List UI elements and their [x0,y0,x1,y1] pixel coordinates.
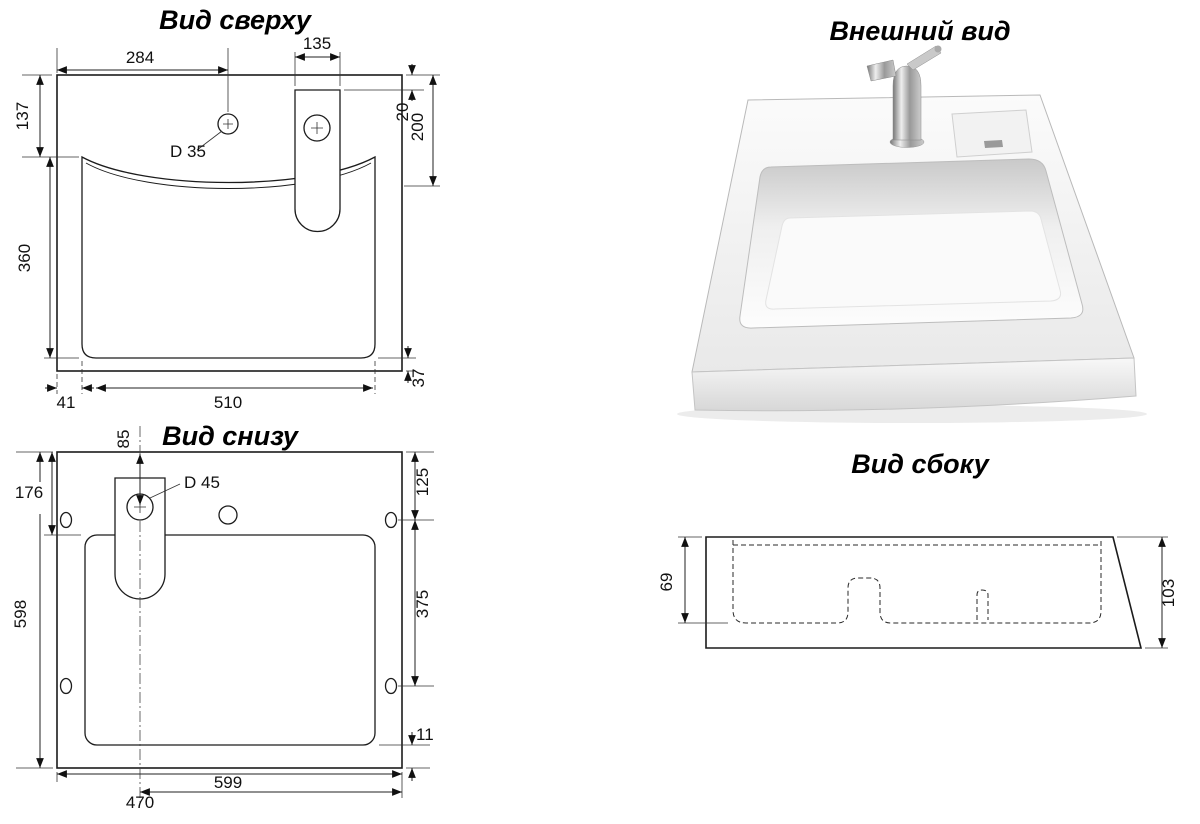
dim-label-d45: D 45 [184,473,220,492]
basin-floor [765,210,1062,310]
dimension-69: 69 [657,536,728,624]
dimension-103: 103 [1117,536,1178,649]
dimension-37: 37 [378,346,428,387]
dimension-200: 200 [404,75,440,187]
dim-label-375: 375 [413,590,432,618]
dim-label-85: 85 [114,430,133,449]
external-view-render [677,45,1147,423]
dimension-125: 125 [398,451,434,521]
dim-label-137: 137 [13,102,32,130]
overflow-slot [984,140,1003,148]
dim-label-135: 135 [303,34,331,53]
faucet [866,45,942,148]
dim-label-598: 598 [11,600,30,628]
overflow-hole-bottom [218,505,238,525]
dimension-20: 20 [344,64,440,121]
dimension-599: 599 [56,770,403,798]
dimension-11: 11 [379,725,434,781]
sink-front-face [691,357,1137,412]
faucet-hole-crosshair [311,122,323,134]
dimension-135: 135 [294,34,341,86]
deck-panel [951,109,1033,158]
dim-label-20: 20 [393,103,412,122]
overflow-hole-crosshair [223,119,233,129]
faucet-platform-outline [294,89,341,233]
top-view-title: Вид сверху [159,5,311,35]
dimension-510: 510 [96,361,376,412]
dim-label-103: 103 [1159,579,1178,607]
faucet-spout [866,59,897,82]
dimension-360: 360 [15,157,79,359]
dimension-hole-d45: D 45 [149,473,220,499]
dim-label-125: 125 [413,468,432,496]
dim-label-37: 37 [409,369,428,388]
basin-inner-curve [85,162,372,189]
dim-label-69: 69 [657,573,676,592]
hidden-overflow-channel [976,589,989,620]
dimension-598: 598 [11,452,53,769]
dimension-284: 284 [56,48,229,112]
dimension-41: 41 [45,361,94,412]
leader-line [196,130,223,151]
dim-label-41: 41 [57,393,76,412]
side-view-drawing: 69 103 [657,536,1178,649]
dim-label-360: 360 [15,244,34,272]
mounting-hole [59,677,73,695]
hidden-basin-profile [732,540,1102,624]
leader-line [149,483,181,499]
dimension-375: 375 [398,520,434,687]
dim-label-176: 176 [15,483,43,502]
bottom-view-drawing: D 45 85 176 598 125 375 11 [11,426,434,812]
dim-label-470: 470 [126,793,154,812]
dimension-176: 176 [15,451,81,536]
side-profile-outline [705,536,1143,649]
bottom-view-title: Вид снизу [162,421,298,451]
mounting-hole [384,511,398,529]
mounting-hole [59,511,73,529]
side-view-title: Вид сбоку [851,449,989,479]
dimension-85: 85 [114,430,144,505]
dim-label-599: 599 [214,773,242,792]
dim-label-d35: D 35 [170,142,206,161]
dim-label-11: 11 [416,725,434,744]
top-view-drawing: D 35 284 135 137 360 20 200 [13,34,440,412]
faucet-lever [906,45,942,71]
faucet-body [892,65,922,141]
dimension-470: 470 [126,788,402,812]
dim-label-200: 200 [408,113,427,141]
dim-label-284: 284 [126,48,154,67]
mounting-hole [384,677,398,695]
external-view-title: Внешний вид [829,16,1011,46]
dimension-hole-d35: D 35 [170,130,223,161]
faucet-lever-tip [934,45,942,53]
dim-label-510: 510 [214,393,242,412]
